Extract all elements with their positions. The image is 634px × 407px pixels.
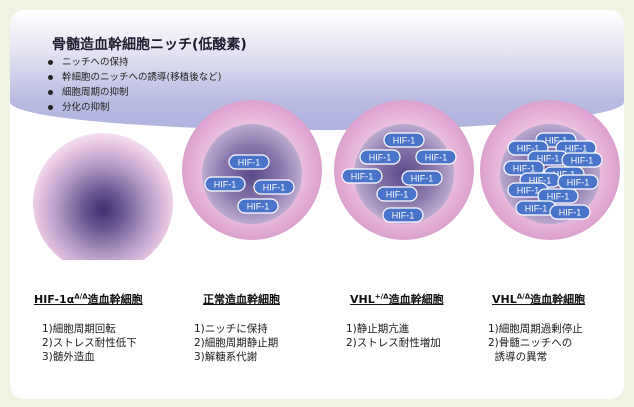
hif1-protein-label: HIF-1: [351, 172, 374, 182]
hif1-protein-label: HIF-1: [525, 204, 548, 214]
hif1-protein-label: HIF-1: [513, 164, 536, 174]
note-item: 1)細胞周期回転: [42, 323, 116, 335]
hif1-protein: HIF-1: [253, 179, 295, 195]
hif1-protein-shape: [415, 149, 457, 165]
hif1-protein-label: HIF-1: [517, 186, 540, 196]
note-item: 1)細胞周期過剰停止: [488, 323, 583, 335]
cell-label-vhl-heterozygous: VHL+/Δ造血幹細胞: [350, 291, 444, 307]
hif1-protein-label: HIF-1: [425, 153, 448, 163]
cell-label-vhl-knockout: VHLΔ/Δ造血幹細胞: [492, 291, 585, 307]
hif1-protein-shape: [237, 198, 279, 214]
note-item: 1)静止期亢進: [346, 323, 410, 335]
hif1-protein: HIF-1: [561, 152, 603, 168]
figure-card: 骨髄造血幹細胞ニッチ(低酸素) ニッチへの保持 幹細胞のニッチへの誘導(移植後な…: [10, 10, 624, 399]
note-item: 3)解糖系代謝: [194, 351, 258, 363]
hif1-protein-label: HIF-1: [238, 158, 261, 168]
hif1-protein-label: HIF-1: [537, 154, 560, 164]
hif1-protein-label: HIF-1: [369, 153, 392, 163]
hif1-protein-label: HIF-1: [517, 144, 540, 154]
hif1-protein: HIF-1: [383, 132, 425, 148]
hif1-protein-label: HIF-1: [571, 156, 594, 166]
niche-feature-item: ニッチへの保持: [46, 55, 221, 70]
hif1-protein: HIF-1: [359, 149, 401, 165]
hif1-protein-label: HIF-1: [392, 211, 415, 221]
note-item: 2)ストレス耐性低下: [42, 337, 137, 349]
hif1-protein-label: HIF-1: [565, 144, 588, 154]
hif1-protein: HIF-1: [415, 149, 457, 165]
hif1-protein: HIF-1: [549, 204, 591, 220]
note-item: 2)骨髄ニッチへの: [488, 337, 573, 349]
niche-feature-list: ニッチへの保持 幹細胞のニッチへの誘導(移植後など) 細胞周期の抑制 分化の抑制: [46, 55, 221, 115]
cell-nucleus: [202, 124, 302, 224]
cell-notes-vhl-heterozygous: 1)静止期亢進 2)ストレス耐性増加: [346, 322, 441, 350]
cell-notes-vhl-knockout: 1)細胞周期過剰停止 2)骨髄ニッチへの 誘導の異常: [488, 322, 583, 364]
hif1-protein: HIF-1: [376, 186, 418, 202]
niche-region: 骨髄造血幹細胞ニッチ(低酸素) ニッチへの保持 幹細胞のニッチへの誘導(移植後な…: [10, 10, 624, 130]
hif1-protein: HIF-1: [503, 160, 545, 176]
niche-feature-item: 分化の抑制: [46, 100, 221, 115]
hif1-protein: HIF-1: [341, 168, 383, 184]
hif1-protein-shape: [341, 168, 383, 184]
hif1-protein-label: HIF-1: [545, 136, 568, 146]
hif1-protein-label: HIF-1: [559, 208, 582, 218]
hif1-protein: HIF-1: [515, 200, 557, 216]
cell-label-normal: 正常造血幹細胞: [203, 291, 280, 307]
hif1-protein-label: HIF-1: [411, 174, 434, 184]
hif1-protein: HIF-1: [382, 207, 424, 223]
hif1-protein: HIF-1: [228, 154, 270, 170]
hif1-protein-shape: [549, 204, 591, 220]
cell-label-superscript: Δ/Δ: [74, 292, 88, 301]
hif1-protein: HIF-1: [537, 188, 579, 204]
note-item: 1)ニッチに保持: [194, 323, 268, 335]
note-item: 2)ストレス耐性増加: [346, 337, 441, 349]
cell-label-main: VHL: [350, 293, 375, 306]
cell-label-tail: 造血幹細胞: [388, 293, 444, 306]
note-item: 2)細胞周期静止期: [194, 337, 279, 349]
hif1-protein-shape: [228, 154, 270, 170]
hif1-protein-shape: [537, 188, 579, 204]
cell-notes-normal: 1)ニッチに保持 2)細胞周期静止期 3)解糖系代謝: [194, 322, 278, 364]
hif1-protein: HIF-1: [557, 174, 599, 190]
hif1-protein-shape: [557, 174, 599, 190]
cell-label-main: HIF-1α: [34, 293, 75, 306]
hif1-protein-shape: [253, 179, 295, 195]
cell-label-tail: 造血幹細胞: [530, 293, 586, 306]
niche-feature-item: 細胞周期の抑制: [46, 85, 221, 100]
note-item: 誘導の異常: [488, 351, 548, 363]
cell-label-hif1a-knockout: HIF-1αΔ/Δ造血幹細胞: [34, 291, 143, 307]
cell-label-superscript: Δ/Δ: [516, 292, 531, 301]
hif1-protein-label: HIF-1: [247, 202, 270, 212]
hif1-protein: HIF-1: [237, 198, 279, 214]
cell-notes-hif1a-knockout: 1)細胞周期回転 2)ストレス耐性低下 3)髄外造血: [42, 322, 137, 364]
hif1-protein-label: HIF-1: [386, 190, 409, 200]
note-item: 3)髄外造血: [42, 351, 95, 363]
hif1-protein-shape: [382, 207, 424, 223]
cell-label-tail: 造血幹細胞: [87, 293, 143, 306]
hif1-protein: HIF-1: [204, 176, 246, 192]
hif1-protein-label: HIF-1: [547, 192, 570, 202]
hif1-protein: HIF-1: [401, 170, 443, 186]
hif1-protein-label: HIF-1: [263, 183, 286, 193]
hif1-protein-label: HIF-1: [529, 176, 552, 186]
hif1-protein-shape: [204, 176, 246, 192]
cell-label-main: VHL: [492, 293, 517, 306]
hif1-protein-shape: [359, 149, 401, 165]
hif1-protein-label: HIF-1: [393, 136, 416, 146]
hif1-protein-label: HIF-1: [214, 180, 237, 190]
cell-label-superscript: +/Δ: [374, 292, 389, 301]
hif1-protein-shape: [376, 186, 418, 202]
niche-feature-item: 幹細胞のニッチへの誘導(移植後など): [46, 70, 221, 85]
hif1-protein-shape: [383, 132, 425, 148]
stem-cell: [33, 133, 173, 260]
niche-title: 骨髄造血幹細胞ニッチ(低酸素): [52, 37, 247, 53]
hif1-protein-shape: [561, 152, 603, 168]
cell-body: [33, 133, 173, 260]
hif1-protein-label: HIF-1: [567, 178, 590, 188]
hif1-protein-shape: [401, 170, 443, 186]
cell-label-main: 正常造血幹細胞: [203, 293, 280, 306]
